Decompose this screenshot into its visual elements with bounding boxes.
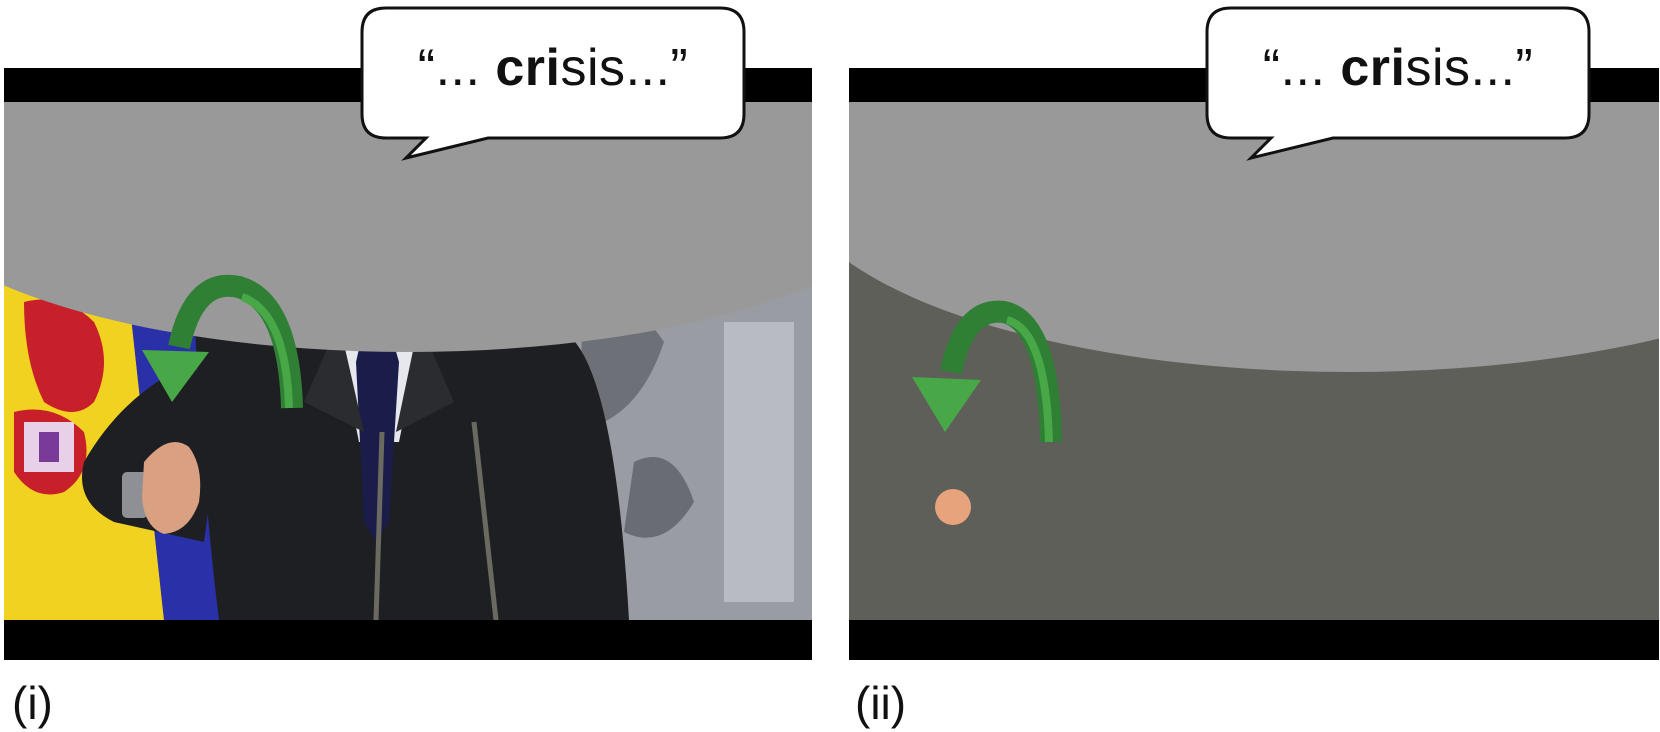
curved-arrow-icon (912, 300, 1062, 443)
speaker-scene-image (4, 102, 812, 620)
curved-arrow-icon (142, 274, 303, 409)
panel-video: “... crisis...” (i) (4, 6, 812, 729)
speech-bubble: “... crisis...” (358, 6, 748, 166)
panel-label: (ii) (855, 677, 907, 729)
video-scene (4, 102, 812, 620)
speech-text: “... crisis...” (1262, 39, 1534, 97)
speech-bubble-icon (1205, 6, 1591, 161)
abstract-scene (849, 102, 1659, 620)
speech-bubble: “... crisis...” (1203, 6, 1593, 166)
abstract-scene-image (849, 102, 1659, 620)
speech-bubble-icon (360, 6, 746, 161)
panel-abstract: “... crisis...” (ii) (845, 0, 1660, 732)
speech-text: “... crisis...” (417, 39, 689, 97)
video-frame (4, 68, 812, 660)
panel-label: (i) (12, 677, 53, 729)
hand-dot (935, 489, 971, 525)
video-frame (849, 68, 1659, 660)
